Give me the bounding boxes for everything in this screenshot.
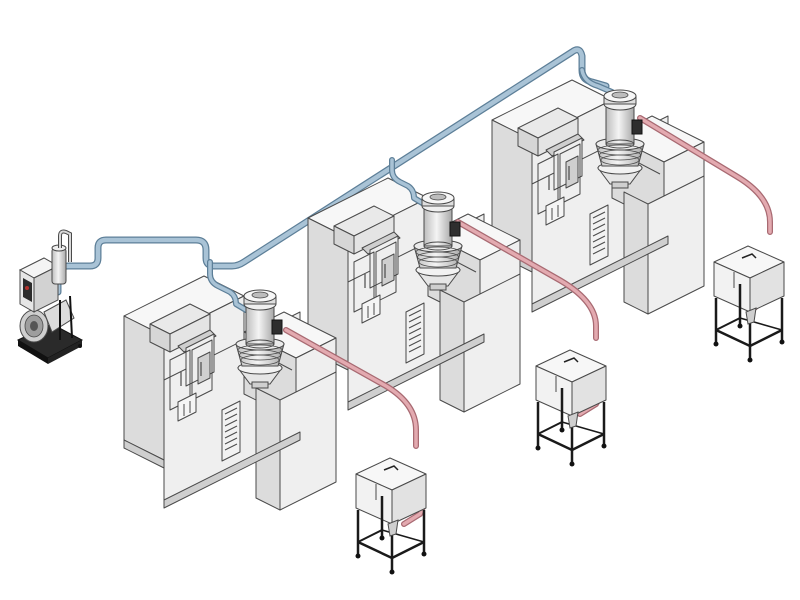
- housing-step: [361, 231, 401, 255]
- material-bin-3: [713, 245, 785, 363]
- control-box: [177, 392, 197, 422]
- bin-side: [749, 261, 785, 313]
- injection-molding-machine-1: [123, 275, 337, 511]
- hopper-loader-1: [235, 289, 285, 389]
- window-frame: [381, 253, 395, 287]
- housing-step: [545, 133, 585, 157]
- vacuum-pump: [16, 229, 84, 364]
- hopper-loader-2: [413, 191, 463, 291]
- control-box: [545, 196, 565, 226]
- vacuum-branch-1: [207, 259, 249, 313]
- main-vacuum-line: [36, 46, 610, 296]
- door-2: [375, 241, 397, 303]
- control-box: [361, 294, 381, 324]
- housing-step: [177, 329, 217, 353]
- injection-molding-machine-3: [491, 79, 705, 315]
- vacuum-branch-2: [389, 157, 427, 207]
- bin-side: [391, 473, 427, 525]
- bin-side: [571, 365, 607, 417]
- vacuum-branch-3: [579, 67, 615, 95]
- vent-grille: [221, 400, 241, 462]
- injection-molding-machine-2: [307, 177, 521, 413]
- window-frame: [197, 351, 211, 385]
- vent-grille: [589, 204, 609, 266]
- material-bin-2: [535, 349, 607, 467]
- door-2: [191, 339, 213, 401]
- material-bin-1: [355, 457, 427, 575]
- window-frame: [565, 155, 579, 189]
- door-2: [559, 143, 581, 205]
- hopper-loader-3: [595, 89, 645, 189]
- vent-grille: [405, 302, 425, 364]
